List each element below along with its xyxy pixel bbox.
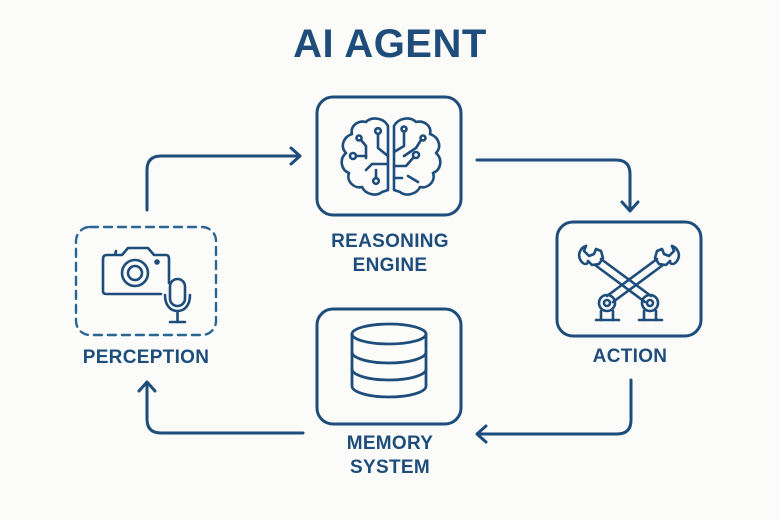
reasoning-engine-label-line1: REASONING [331,231,449,252]
reasoning-engine-label-line2: ENGINE [352,255,428,276]
edge-action-to-memory [475,378,633,444]
node-box-dashed[interactable] [74,225,218,337]
arrowhead-icon [620,200,640,213]
edge-memory-to-perception [137,380,305,435]
action-label: ACTION [560,345,700,369]
reasoning-engine-label: REASONING ENGINE [300,230,480,278]
node-reasoning-engine[interactable] [315,95,463,217]
node-box[interactable] [555,220,703,338]
node-memory-system[interactable] [315,307,463,426]
edge-perception-to-reasoning [145,146,302,212]
memory-system-label-line2: SYSTEM [350,457,430,478]
edge-reasoning-to-action [475,158,640,213]
perception-label: PERCEPTION [56,346,236,370]
arrowhead-icon [137,380,157,393]
action-label-line1: ACTION [592,346,668,367]
camera-microphone-icon [101,246,192,324]
memory-system-label: MEMORY SYSTEM [300,432,480,480]
node-box[interactable] [315,95,463,217]
database-icon [350,322,428,399]
node-perception[interactable] [74,225,218,337]
memory-system-label-line1: MEMORY [346,433,434,454]
arrowhead-icon [475,424,488,444]
crossed-wrenches-icon [577,244,681,322]
diagram-title: AI AGENT [293,22,487,66]
node-box[interactable] [315,307,463,426]
arrowhead-icon [289,146,302,166]
node-action[interactable] [555,220,703,338]
brain-circuit-icon [340,117,442,196]
perception-label-line1: PERCEPTION [82,347,210,368]
